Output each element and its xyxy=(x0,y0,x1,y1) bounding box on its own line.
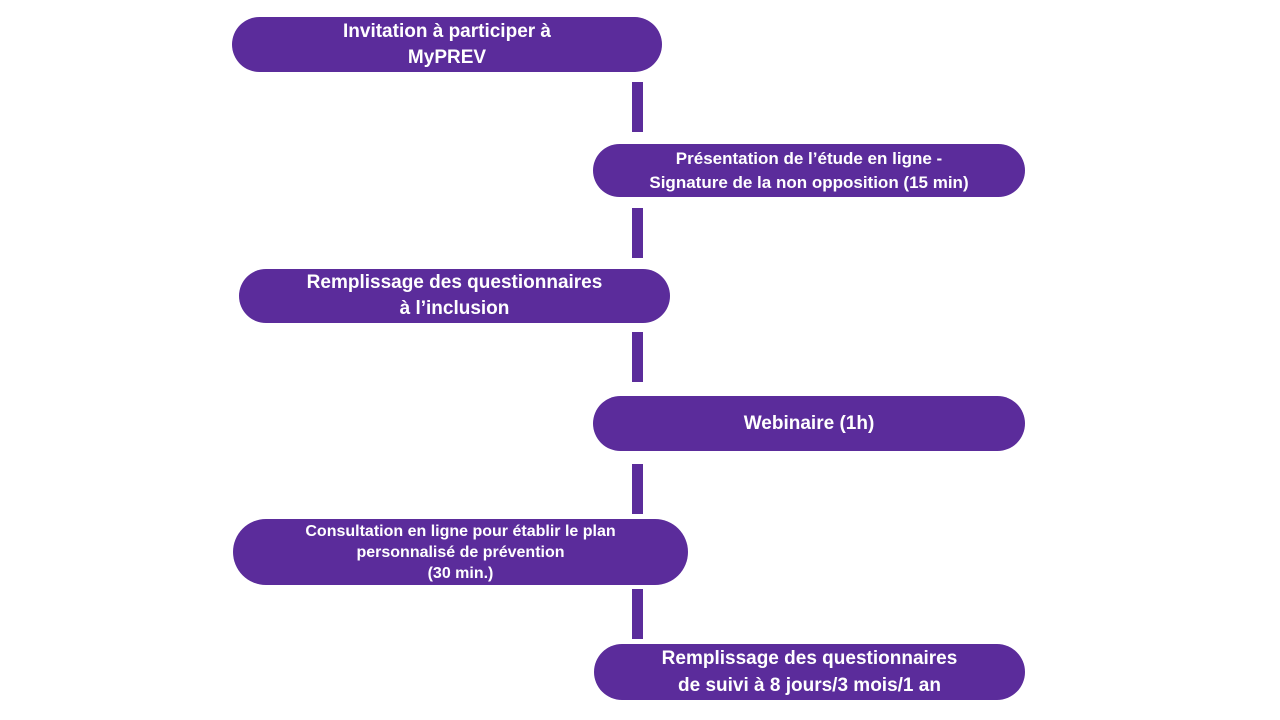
step-pill-consultation-plan: Consultation en ligne pour établir le pl… xyxy=(233,519,688,585)
connector-dash xyxy=(632,332,643,382)
step-label-questionnaires-inclusion: Remplissage des questionnaires à l’inclu… xyxy=(306,272,603,319)
connector-dash xyxy=(632,589,643,639)
connector-dash xyxy=(632,208,643,258)
step-pill-questionnaires-suivi: Remplissage des questionnaires de suivi … xyxy=(594,644,1025,700)
step-label-webinaire: Webinaire (1h) xyxy=(743,412,875,434)
step-pill-invitation: Invitation à participer à MyPREV xyxy=(232,17,662,72)
step-pill-webinaire: Webinaire (1h) xyxy=(593,396,1025,451)
step-label-invitation: Invitation à participer à MyPREV xyxy=(343,20,551,68)
step-label-consultation-plan: Consultation en ligne pour établir le pl… xyxy=(305,522,616,582)
step-pill-presentation-etude: Présentation de l’étude en ligne - Signa… xyxy=(593,144,1025,197)
step-pill-questionnaires-inclusion: Remplissage des questionnaires à l’inclu… xyxy=(239,269,670,323)
step-label-presentation-etude: Présentation de l’étude en ligne - Signa… xyxy=(649,148,969,192)
connector-dash xyxy=(632,82,643,132)
connector-dash xyxy=(632,464,643,514)
step-label-questionnaires-suivi: Remplissage des questionnaires de suivi … xyxy=(661,648,958,696)
